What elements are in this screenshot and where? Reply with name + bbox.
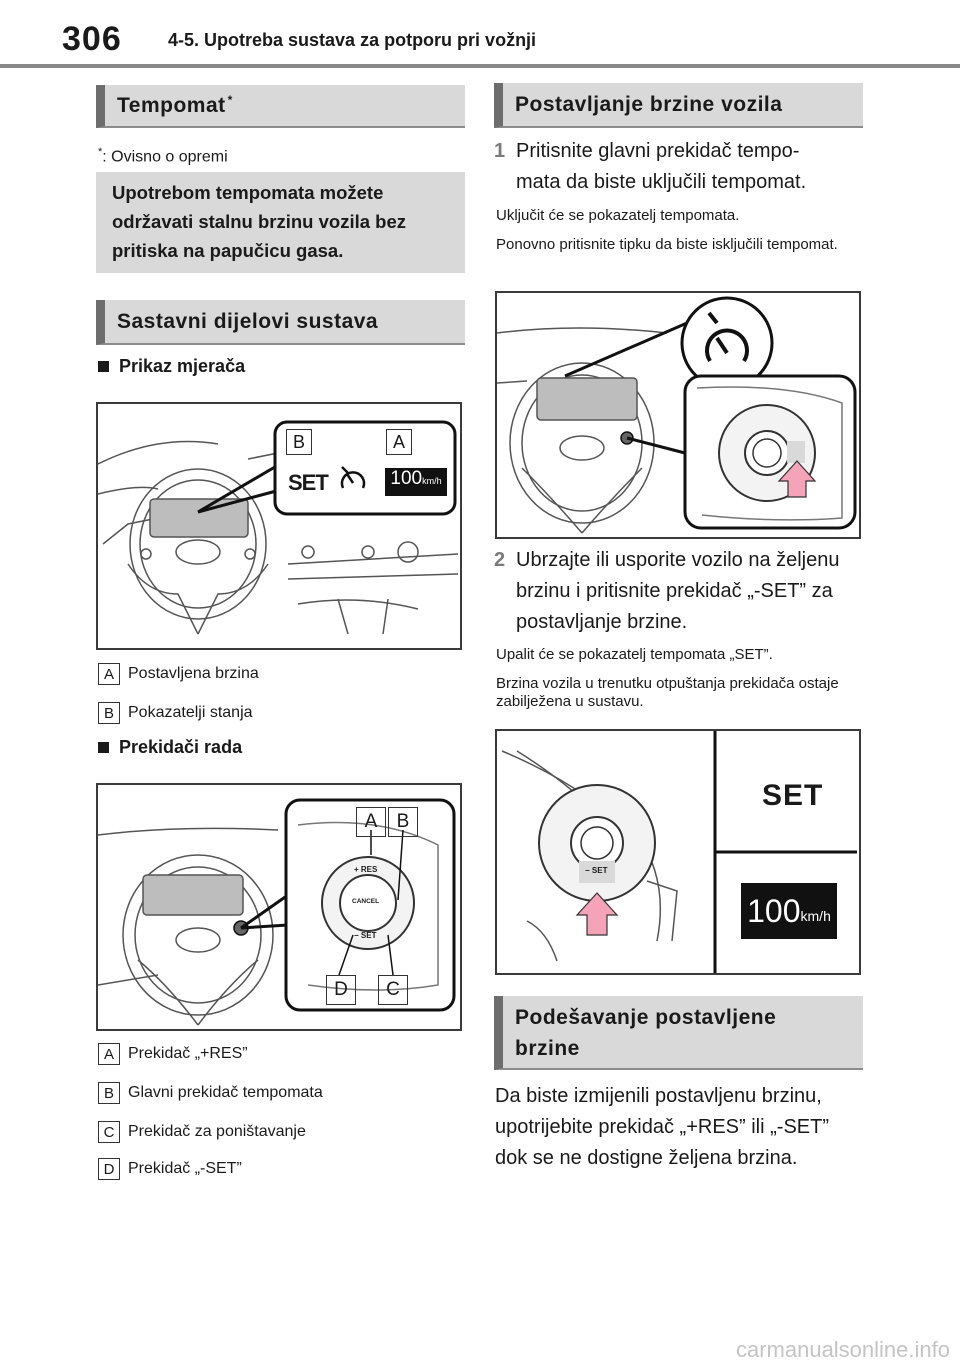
note-1b: Ponovno pritisnite tipku da biste isklju…	[496, 236, 838, 253]
legend-text: Prekidač „+RES”	[128, 1045, 248, 1062]
callout-a: A	[356, 807, 386, 837]
header-rule	[0, 64, 960, 68]
legend-letter: B	[98, 1082, 120, 1104]
footnote-asterisk: *	[98, 146, 103, 158]
set-switch-label: − SET	[354, 931, 377, 940]
legend-text: Postavljena brzina	[128, 665, 259, 682]
switch-legend-c: C Prekidač za poništavanje	[98, 1121, 306, 1143]
gauge-subheading-text: Prikaz mjerača	[119, 356, 246, 376]
gauge-subheading: Prikaz mjerača	[98, 356, 245, 377]
legend-letter: A	[98, 663, 120, 685]
speed-setting-title: Postavljanje brzine vozila	[515, 92, 783, 116]
gauge-legend-a: A Postavljena brzina	[98, 663, 259, 685]
cancel-switch-label: CANCEL	[352, 898, 380, 905]
tempomat-section-bar: Tempomat*	[96, 85, 465, 128]
components-title: Sastavni dijelovi sustava	[117, 309, 379, 333]
callout-c: C	[378, 975, 408, 1005]
note-2b: Brzina vozila u trenutku otpuštanja prek…	[496, 675, 839, 710]
adjust-section-bar: Podešavanje postavljene brzine	[494, 996, 863, 1070]
step-number: 1	[494, 140, 506, 162]
callout-b: B	[388, 807, 418, 837]
callout-a: A	[386, 429, 412, 455]
bullet-square-icon	[98, 361, 109, 372]
set-speed-value: 100	[747, 892, 801, 929]
step-number: 2	[494, 549, 506, 571]
switch-subheading: Prekidači rada	[98, 737, 242, 758]
step-1: 1 Pritisnite glavni prekidač tempo-mata d…	[494, 136, 846, 198]
page-number: 306	[62, 20, 122, 58]
switch-legend-d: D Prekidač „-SET”	[98, 1158, 242, 1180]
note-1a: Uključit će se pokazatelj tempomata.	[496, 207, 740, 224]
legend-letter: C	[98, 1121, 120, 1143]
switch-legend-b: B Glavni prekidač tempomata	[98, 1082, 323, 1104]
set-speed-display: 100 km/h	[385, 468, 447, 496]
main-switch-figure	[495, 291, 861, 539]
legend-text: Glavni prekidač tempomata	[128, 1084, 323, 1101]
speed-setting-section-bar: Postavljanje brzine vozila	[494, 83, 863, 128]
step-text-line-2: mata da biste uključili tempomat.	[516, 171, 807, 193]
set-switch-figure: − SET SET 100 km/h	[495, 729, 861, 975]
intro-box: Upotrebom tempomata možete održavati sta…	[96, 172, 465, 273]
step-2: 2 Ubrzajte ili usporite vozilo na željenu…	[494, 545, 856, 638]
callout-b: B	[286, 429, 312, 455]
res-switch-label: + RES	[354, 865, 378, 874]
gauge-display-figure: B A SET 100 km/h	[96, 402, 462, 650]
set-indicator: SET	[762, 779, 824, 812]
set-indicator: SET	[288, 470, 329, 495]
bullet-square-icon	[98, 742, 109, 753]
footnote-text: : Ovisno o opremi	[102, 148, 228, 166]
legend-letter: A	[98, 1043, 120, 1065]
footnote: *: Ovisno o opremi	[98, 146, 228, 166]
legend-letter: B	[98, 702, 120, 724]
tempomat-title: Tempomat	[117, 93, 226, 117]
legend-text: Prekidač „-SET”	[128, 1160, 242, 1177]
gauge-legend-b: B Pokazatelji stanja	[98, 702, 253, 724]
components-section-bar: Sastavni dijelovi sustava	[96, 300, 465, 345]
set-speed-value: 100	[390, 468, 423, 489]
watermark: carmanualsonline.info	[735, 1337, 950, 1362]
steering-switches-illustration	[98, 798, 456, 1026]
callout-d: D	[326, 975, 356, 1005]
note-2a: Upalit će se pokazatelj tempomata „SET”.	[496, 646, 773, 663]
tempomat-asterisk: *	[227, 92, 233, 107]
set-speed-unit: km/h	[800, 908, 831, 924]
chapter-title: 4-5. Upotreba sustava za potporu pri vož…	[168, 30, 537, 50]
legend-letter: D	[98, 1158, 120, 1180]
legend-text: Prekidač za poništavanje	[128, 1123, 306, 1140]
adjust-text: Da biste izmijenili postavljenu brzinu, …	[495, 1085, 829, 1169]
main-switch-illustration	[497, 296, 857, 534]
set-speed-unit: km/h	[422, 476, 442, 486]
step-text-line-1: Pritisnite glavni prekidač tempo-	[516, 140, 800, 162]
set-speed-display: 100 km/h	[741, 883, 837, 939]
switch-subheading-text: Prekidači rada	[119, 737, 243, 757]
set-switch-illustration	[501, 731, 857, 973]
adjust-title: Podešavanje postavljene brzine	[515, 1006, 777, 1060]
step-text: Ubrzajte ili usporite vozilo na željenu …	[516, 549, 840, 633]
switch-legend-a: A Prekidač „+RES”	[98, 1043, 248, 1065]
legend-text: Pokazatelji stanja	[128, 704, 253, 721]
set-button-label: − SET	[585, 866, 608, 875]
cruise-control-icon	[340, 466, 366, 489]
operation-switches-figure: A B D C + RES CANCEL − SET	[96, 783, 462, 1031]
